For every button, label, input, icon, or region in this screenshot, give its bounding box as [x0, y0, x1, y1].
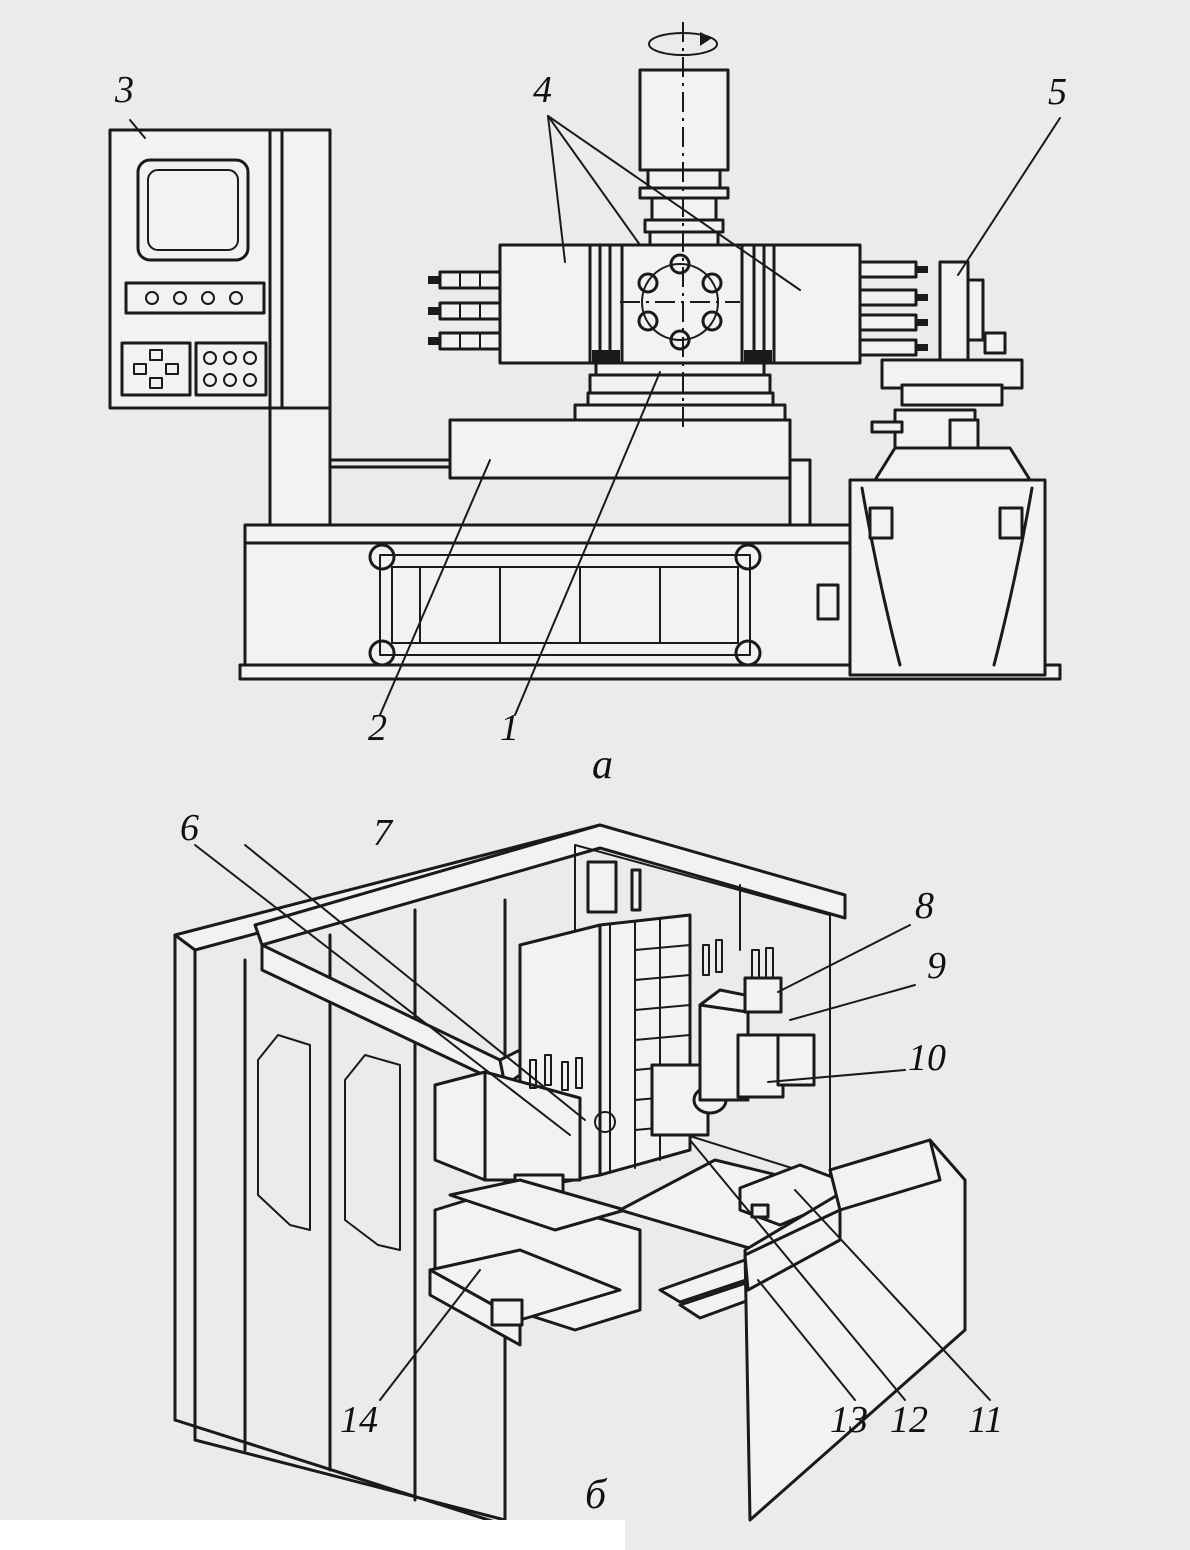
loading-device	[848, 260, 1047, 677]
pallet-bed	[743, 1138, 967, 1522]
caption-b: б	[585, 1472, 608, 1518]
callout-7: 7	[373, 812, 394, 854]
cross-slide	[328, 418, 812, 527]
callout-11: 11	[968, 1399, 1003, 1441]
main-spindle-motor	[638, 22, 730, 430]
callout-4: 4	[533, 69, 552, 111]
callout-10: 10	[908, 1037, 946, 1079]
callout-12: 12	[890, 1399, 928, 1441]
callout-9: 9	[927, 945, 946, 987]
pallet-loader	[428, 1248, 622, 1347]
tool-holders-right	[858, 260, 928, 357]
rotation-arrow-icon	[648, 32, 718, 56]
button-keypad	[194, 341, 268, 397]
control-screen	[136, 158, 250, 262]
callout-8: 8	[915, 885, 934, 927]
callout-2: 2	[368, 707, 387, 749]
control-cabinet	[108, 128, 332, 535]
leader-lines-b	[194, 844, 991, 1401]
multi-spindle-head	[498, 243, 862, 365]
figure-b-drawing: 6 7 8 9 10 11 12 13 14 б	[173, 807, 1003, 1532]
machine-enclosure	[173, 823, 847, 1532]
leader-lines-a	[129, 115, 1061, 716]
callout-6: 6	[180, 807, 199, 849]
callout-5: 5	[1048, 71, 1067, 113]
callout-14: 14	[340, 1399, 378, 1441]
callout-3: 3	[114, 69, 134, 111]
figure-a-drawing: 3 4 5 2 1 а	[108, 22, 1067, 788]
spindle-unit	[650, 988, 816, 1137]
callout-1: 1	[500, 707, 519, 749]
caption-a: а	[592, 742, 613, 788]
blank-strip	[0, 1520, 625, 1550]
tool-holders-left	[428, 270, 502, 351]
callout-13: 13	[830, 1399, 868, 1441]
tool-magazine	[702, 939, 783, 1014]
rotary-table	[573, 361, 787, 422]
